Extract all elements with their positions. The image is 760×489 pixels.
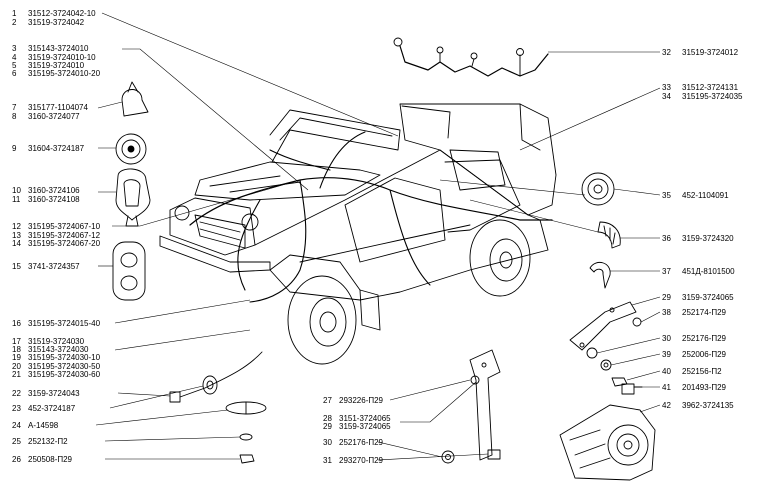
body-side (254, 149, 549, 301)
rear-door (444, 159, 521, 233)
grommet-35 (581, 172, 615, 206)
grille (169, 197, 256, 256)
clamp-part (121, 89, 149, 117)
soft-top (399, 103, 557, 216)
gearbox-part (559, 404, 656, 481)
bolt-41 (621, 383, 635, 395)
bracket-part (569, 301, 637, 351)
wiring-harness (189, 177, 553, 226)
connector-pad (112, 241, 146, 301)
washer-38 (632, 317, 642, 327)
star-washer (470, 375, 480, 385)
right-headlight (241, 213, 259, 231)
strap-part (469, 349, 501, 461)
left-headlight (174, 205, 190, 221)
plug-grommet (202, 375, 218, 395)
clip-part (589, 261, 611, 289)
front-wheel (287, 275, 357, 365)
nut-part (239, 454, 255, 464)
washer-30 (586, 347, 598, 359)
roof-harness (399, 45, 549, 77)
boot-part (115, 168, 151, 221)
grommet-part (115, 133, 147, 165)
nut-40 (611, 377, 628, 387)
rear-wheel (469, 219, 531, 297)
washer-39 (600, 359, 612, 371)
washer-part (239, 433, 253, 441)
bellow-part (597, 221, 621, 249)
front-door (344, 177, 446, 263)
windshield (269, 109, 401, 163)
hood (194, 161, 381, 201)
front-bumper (159, 235, 271, 273)
